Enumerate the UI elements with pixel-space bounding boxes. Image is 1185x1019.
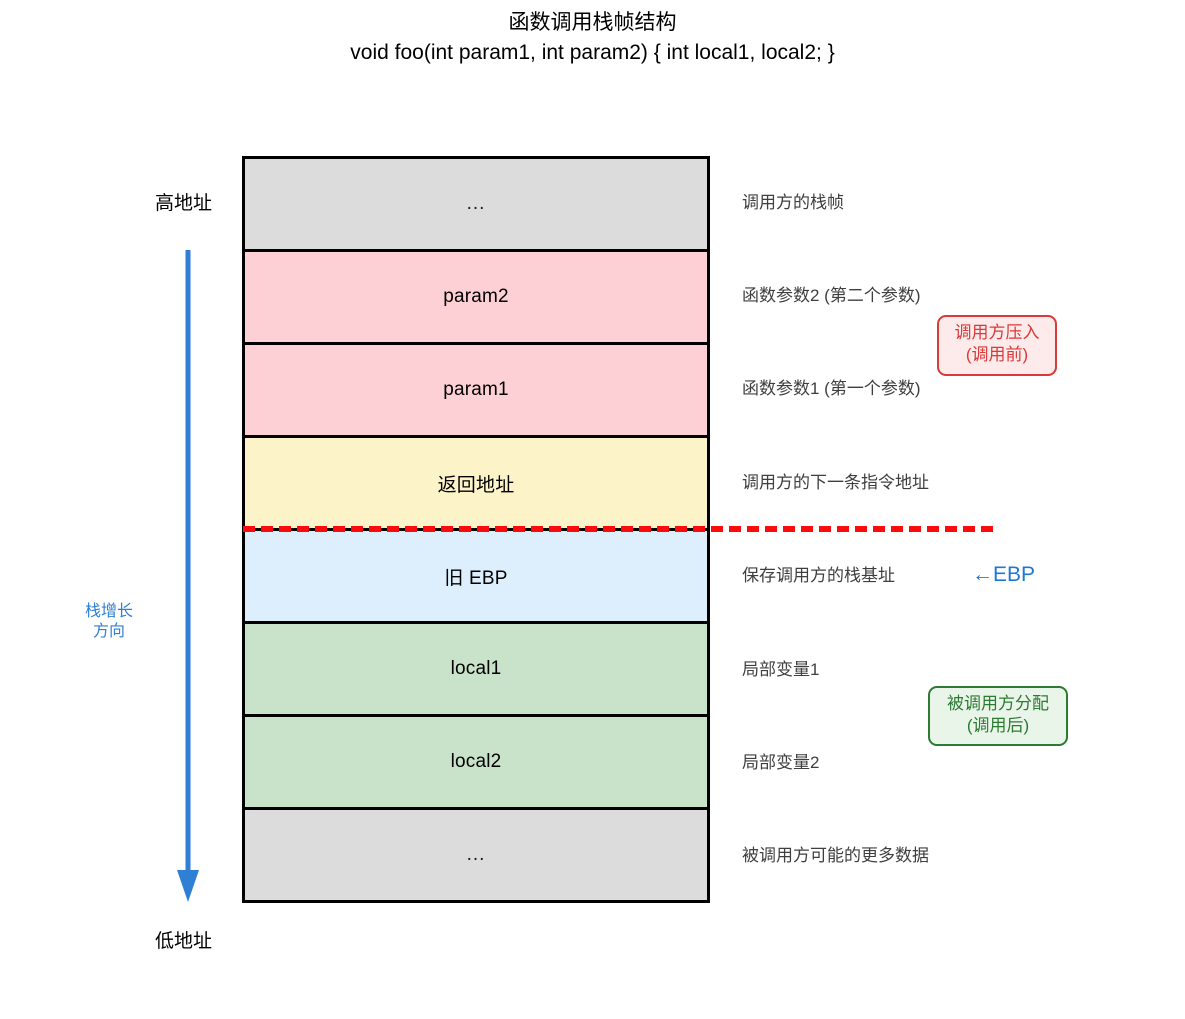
stack-cell-note: 调用方的下一条指令地址 xyxy=(742,472,929,492)
stack-cell-note: 函数参数1 (第一个参数) xyxy=(742,379,921,399)
stack-growth-direction-label: 栈增长方向 xyxy=(84,603,133,640)
stack-cell-note: 局部变量2 xyxy=(742,752,820,772)
low-address-label: 低地址 xyxy=(155,931,213,952)
stack-cell-label: 返回地址 xyxy=(437,474,515,496)
stack-cell-note: 函数参数2 (第二个参数) xyxy=(742,286,921,306)
function-signature: void foo(int param1, int param2) { int l… xyxy=(350,41,835,64)
frame-boundary-dashed-line xyxy=(243,526,993,532)
stack-cell-label: local1 xyxy=(450,658,502,679)
stack-cell-ellipsis-7: ... xyxy=(245,810,707,900)
stack-cell-param2: param2 xyxy=(245,252,707,345)
stack-cell-note: 局部变量1 xyxy=(742,659,820,679)
stack-cell-note: 调用方的栈帧 xyxy=(742,192,844,212)
page-title: 函数调用栈帧结构 xyxy=(508,11,677,34)
stack-cell-ellipsis-0: ... xyxy=(245,159,707,252)
stack-frame-diagram: ... param2 param1 返回地址旧 EBP local1 local2... xyxy=(242,156,710,903)
stack-cell-label: 旧 EBP xyxy=(444,567,508,589)
high-address-label: 高地址 xyxy=(155,193,213,214)
stack-cell-param1: param1 xyxy=(245,345,707,438)
stack-cell-返回地址: 返回地址 xyxy=(245,438,707,531)
stack-growth-arrow-icon xyxy=(177,250,199,902)
callee-allocate-callout: 被调用方分配(调用后) xyxy=(928,686,1068,746)
stack-cell-note: 保存调用方的栈基址 xyxy=(742,566,895,586)
stack-cell-local1: local1 xyxy=(245,624,707,717)
stack-cell-label: ... xyxy=(466,193,486,214)
ebp-pointer-marker: ←EBP xyxy=(972,563,1036,586)
stack-cell-label: ... xyxy=(466,844,486,865)
stack-cell-note: 被调用方可能的更多数据 xyxy=(742,846,929,866)
stack-cell-label: param1 xyxy=(443,379,509,400)
stack-cell-label: param2 xyxy=(443,286,509,307)
caller-push-callout: 调用方压入(调用前) xyxy=(937,315,1057,376)
stack-cell-旧-ebp: 旧 EBP xyxy=(245,531,707,624)
diagram-title-block: 函数调用栈帧结构 void foo(int param1, int param2… xyxy=(0,8,1185,68)
stack-cell-local2: local2 xyxy=(245,717,707,810)
stack-cell-label: local2 xyxy=(450,751,502,772)
